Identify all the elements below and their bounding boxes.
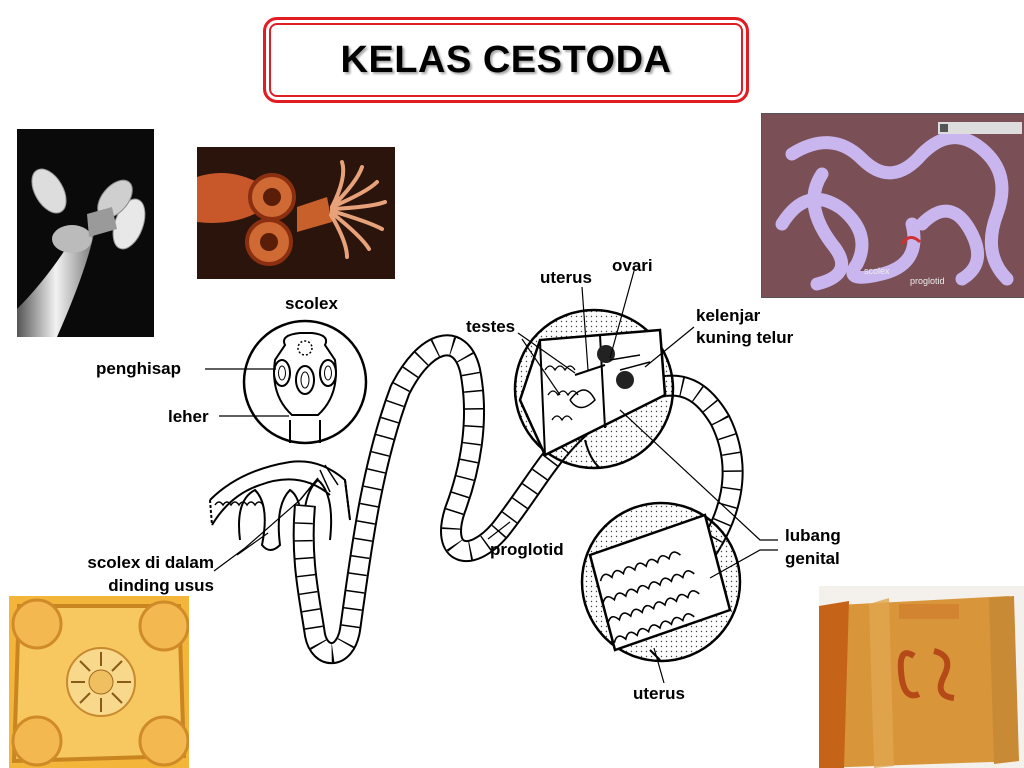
scolex-in-intestine-drawing	[209, 460, 351, 551]
page-title: KELAS CESTODA	[340, 38, 672, 81]
label-testes: testes	[466, 317, 516, 336]
label-scolex: scolex	[285, 294, 338, 313]
label-genital: genital	[785, 549, 840, 568]
label-scolex-di-dalam: scolex di dalam	[87, 553, 214, 572]
scolex-drawing	[242, 319, 368, 445]
leader-lines	[205, 270, 778, 684]
scolex-micrograph-photo	[9, 596, 189, 768]
label-ovari: ovari	[612, 256, 653, 275]
scolex-color-photo	[197, 147, 395, 279]
label-kuning-telur: kuning telur	[696, 328, 794, 347]
gravid-proglottid-drawing	[580, 501, 742, 663]
label-lubang: lubang	[785, 526, 841, 545]
label-leher: leher	[168, 407, 209, 426]
tapeworm-photo: scolex proglotid	[761, 113, 1024, 298]
label-penghisap: penghisap	[96, 359, 182, 378]
proglottid-photo	[819, 586, 1024, 768]
label-dinding-usus: dinding usus	[108, 576, 214, 595]
label-uterus-bottom: uterus	[633, 684, 685, 703]
title-box: KELAS CESTODA	[263, 17, 749, 103]
mature-proglottid-drawing	[513, 308, 675, 470]
label-proglotid: proglotid	[490, 540, 564, 559]
proglottid-chain-drawing	[292, 334, 744, 665]
photo-label-scolex: scolex	[864, 266, 890, 276]
label-kelenjar: kelenjar	[696, 306, 761, 325]
label-uterus-top: uterus	[540, 268, 592, 287]
scolex-sem-photo	[17, 129, 154, 337]
photo-label-proglotid: proglotid	[910, 276, 945, 286]
